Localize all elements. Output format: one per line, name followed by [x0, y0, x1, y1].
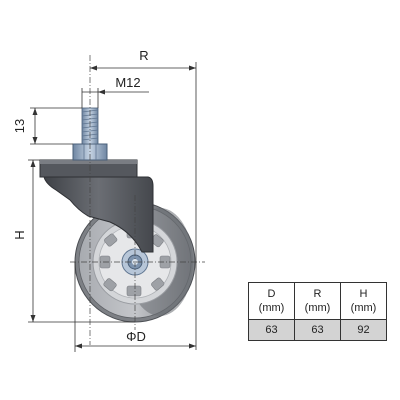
stem-length-label: 13 [12, 119, 27, 133]
radius-label: R [139, 48, 148, 63]
diameter-label: ΦD [126, 329, 146, 344]
value-d: 63 [248, 319, 295, 341]
dimension-arrows [30, 65, 196, 349]
spec-table: D (mm) R (mm) H (mm) 63 63 92 [248, 282, 387, 341]
header-r: R (mm) [294, 282, 341, 320]
center-lines [70, 55, 205, 345]
header-h-unit: (mm) [350, 302, 377, 314]
value-h: 92 [340, 319, 387, 341]
header-r-unit: (mm) [304, 302, 331, 314]
header-h-symbol: H [359, 288, 368, 300]
header-h: H (mm) [340, 282, 387, 320]
header-r-symbol: R [313, 288, 322, 300]
header-d-unit: (mm) [258, 302, 285, 314]
dimension-lines [28, 62, 197, 352]
header-d: D (mm) [248, 282, 295, 320]
table-header-row: D (mm) R (mm) H (mm) [248, 282, 387, 320]
value-r: 63 [294, 319, 341, 341]
height-label: H [12, 230, 27, 239]
caster-bracket [39, 159, 154, 253]
thread-label: M12 [115, 75, 140, 90]
header-d-symbol: D [267, 288, 276, 300]
table-value-row: 63 63 92 [248, 319, 387, 341]
